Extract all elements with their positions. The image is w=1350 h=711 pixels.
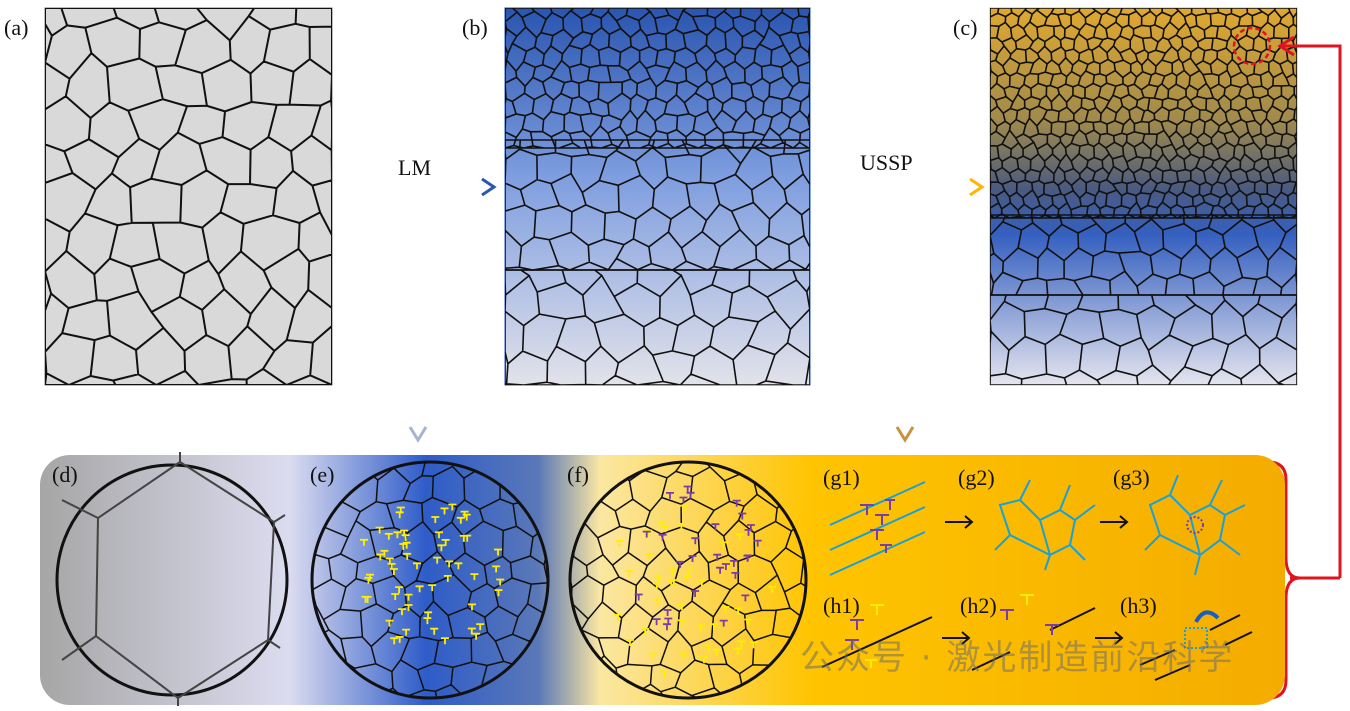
panel-d-circle — [55, 452, 289, 706]
panel-c-grains — [990, 8, 1297, 385]
panel-f-circle — [568, 460, 808, 700]
ussp-label: USSP — [860, 150, 913, 175]
g3-schematic — [1144, 474, 1246, 576]
g2-schematic — [994, 479, 1096, 571]
grain-boundaries — [990, 294, 1297, 385]
grain-boundaries — [45, 8, 332, 385]
label-g2: (g2) — [958, 465, 995, 490]
grain-boundaries — [990, 8, 1297, 219]
label-h1: (h1) — [823, 593, 860, 618]
label-b: (b) — [462, 15, 488, 40]
label-f: (f) — [567, 462, 589, 487]
ussp-arrow — [818, 177, 985, 197]
dislocation-marks — [634, 485, 762, 631]
g1-schematic — [829, 481, 926, 576]
label-g3: (g3) — [1113, 465, 1150, 490]
dislocation-marks — [360, 503, 505, 645]
feedback-connector — [1267, 35, 1342, 700]
red-brace — [1267, 460, 1301, 700]
watermark: 公众号 · 激光制造前沿科学 — [800, 638, 1235, 678]
panel-b-grains — [505, 8, 810, 385]
lm-arrow — [340, 177, 497, 197]
panel-a-grains — [45, 8, 332, 385]
grain-boundaries — [505, 8, 810, 149]
label-g1: (g1) — [823, 465, 860, 490]
lm-down-arrow — [408, 202, 428, 443]
label-a: (a) — [4, 15, 29, 40]
h-schematics — [821, 594, 1253, 681]
ussp-down-arrow — [895, 202, 915, 443]
grain-boundaries — [505, 269, 810, 385]
label-c: (c) — [953, 15, 978, 40]
label-h2: (h2) — [960, 593, 997, 618]
bottom-band — [40, 455, 1285, 705]
label-d: (d) — [52, 462, 78, 487]
lm-label: LM — [398, 155, 431, 180]
panel-b-background — [504, 7, 811, 386]
label-h3: (h3) — [1120, 593, 1157, 618]
dislocation-marks — [614, 504, 777, 678]
process-arrows — [942, 515, 1129, 645]
highlight-circle — [1232, 26, 1272, 66]
label-e: (e) — [310, 462, 335, 487]
